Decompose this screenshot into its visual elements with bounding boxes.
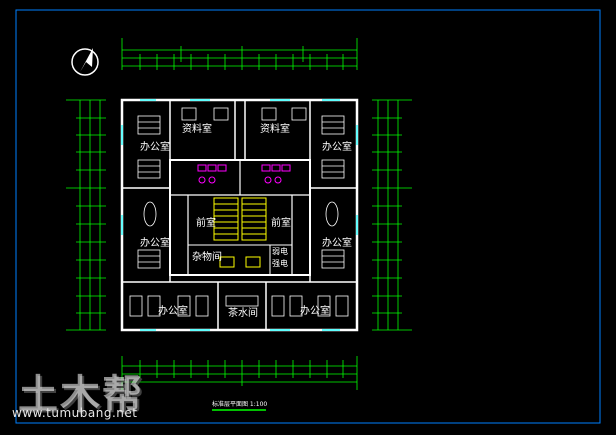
- drawing-caption-text: 标准层平面图 1:100: [212, 400, 267, 408]
- room-label-office-mid-left: 办公室: [140, 236, 170, 249]
- restroom-fixtures: [197, 164, 291, 184]
- drawing-caption: 标准层平面图 1:100: [212, 400, 267, 411]
- room-label-office-mid-right: 办公室: [322, 236, 352, 249]
- room-label-tea-room: 茶水间: [228, 306, 258, 319]
- top-dimension-lines: [121, 38, 358, 70]
- stair-core: [213, 197, 267, 268]
- room-label-power: 强电: [272, 258, 288, 268]
- north-arrow-icon: [71, 48, 99, 76]
- room-label-office-top-right: 办公室: [322, 140, 352, 153]
- room-label-office-top-left: 办公室: [140, 140, 170, 153]
- drawing-frame: [15, 9, 601, 424]
- room-label-weak-current: 弱电: [272, 246, 288, 256]
- office-furniture: [129, 107, 349, 317]
- left-dimension-lines: [66, 99, 106, 331]
- watermark-logo: 土木帮: [18, 372, 144, 418]
- room-label-front-room-right: 前室: [271, 216, 291, 229]
- room-label-archive-left: 资料室: [182, 122, 212, 135]
- room-label-office-bottom-left: 办公室: [158, 304, 188, 317]
- building-walls: [120, 98, 359, 332]
- watermark-url: www.tumubang.net: [12, 406, 138, 420]
- right-dimension-lines: [372, 99, 412, 331]
- watermark: 土木帮 www.tumubang.net: [8, 362, 178, 428]
- room-label-front-room-left: 前室: [196, 216, 216, 229]
- room-label-archive-right: 资料室: [260, 122, 290, 135]
- room-label-storage: 杂物间: [192, 250, 222, 263]
- bottom-dimension-lines: [121, 356, 358, 390]
- window-marks: [121, 99, 358, 331]
- room-label-office-bottom-right: 办公室: [300, 304, 330, 317]
